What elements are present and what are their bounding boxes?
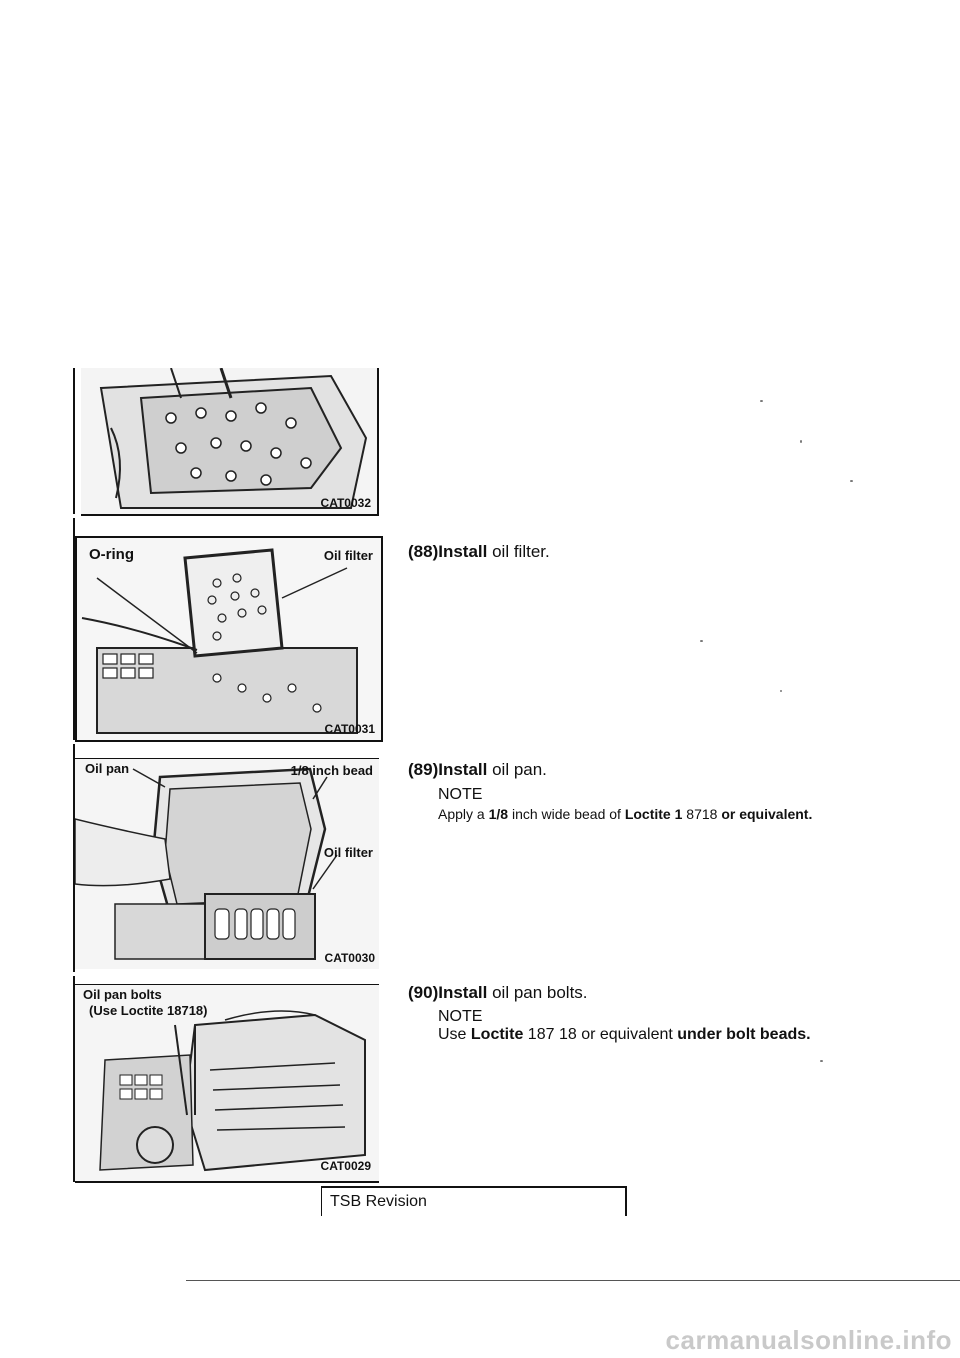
figure-code: CAT0029 xyxy=(320,1159,371,1173)
note-body: Use Loctite 187 18 or equivalent under b… xyxy=(438,1026,811,1043)
figure-code: CAT0031 xyxy=(324,722,375,736)
bead-label: 1/8 inch bead xyxy=(290,763,373,778)
step-text: oil pan bolts. xyxy=(487,983,588,1002)
oil-pan-label: Oil pan xyxy=(85,761,130,776)
step-verb: Install xyxy=(438,760,488,779)
step-text: oil pan. xyxy=(487,760,547,779)
scan-speck xyxy=(780,690,782,692)
note-body: Apply a 1/8 inch wide bead of Loctite 1 … xyxy=(438,806,813,822)
figure-panel-1: CAT0032 xyxy=(73,368,381,516)
watermark: carmanualsonline.info xyxy=(665,1325,952,1355)
oil-pan-bolts-illustration: Oil pan bolts (Use Loctite 18718) CAT002… xyxy=(75,984,379,1183)
loctite-label: (Use Loctite 18718) xyxy=(89,1003,208,1018)
step-90: (90)Install oil pan bolts. xyxy=(408,983,588,1003)
step-number: (89) xyxy=(408,760,439,779)
valve-body-illustration: CAT0032 xyxy=(81,368,379,516)
valve-body-drawing xyxy=(81,368,377,514)
step-verb: Install xyxy=(438,983,488,1002)
scan-speck xyxy=(820,1060,823,1062)
oil-filter-illustration: O-ring Oil filter CAT0031 xyxy=(75,536,383,742)
step-88: (88)Install oil filter. xyxy=(408,542,550,562)
step-text: oil filter. xyxy=(487,542,550,561)
note-heading: NOTE xyxy=(438,786,483,803)
o-ring-label: O-ring xyxy=(89,546,134,563)
step-verb: Install xyxy=(438,542,488,561)
step-number: (90) xyxy=(408,983,439,1002)
tsb-revision-box: TSB Revision xyxy=(321,1186,627,1216)
scan-speck xyxy=(850,480,853,482)
figure-panel-2: O-ring Oil filter CAT0031 xyxy=(73,518,383,742)
figure-panel-3: Oil pan 1/8 inch bead Oil filter CAT0030 xyxy=(73,744,381,972)
footer-rule xyxy=(186,1280,960,1281)
figure-code: CAT0032 xyxy=(320,496,371,510)
oil-pan-bolts-drawing xyxy=(75,985,379,1181)
figure-code: CAT0030 xyxy=(324,951,375,965)
scan-speck xyxy=(700,640,703,642)
oil-filter-label: Oil filter xyxy=(323,548,373,563)
oil-pan-illustration: Oil pan 1/8 inch bead Oil filter CAT0030 xyxy=(75,758,379,969)
oil-filter-drawing xyxy=(77,538,381,740)
tsb-revision-label: TSB Revision xyxy=(330,1193,427,1210)
figure-panel-4: Oil pan bolts (Use Loctite 18718) CAT002… xyxy=(73,976,381,1183)
step-number: (88) xyxy=(408,542,439,561)
oil-pan-drawing xyxy=(75,759,379,969)
note-heading: NOTE xyxy=(438,1008,483,1025)
scan-speck xyxy=(760,400,763,402)
oil-pan-bolts-label: Oil pan bolts xyxy=(83,987,162,1002)
step-89: (89)Install oil pan. xyxy=(408,760,547,780)
scan-speck xyxy=(800,440,802,443)
oil-filter-label: Oil filter xyxy=(323,845,373,860)
